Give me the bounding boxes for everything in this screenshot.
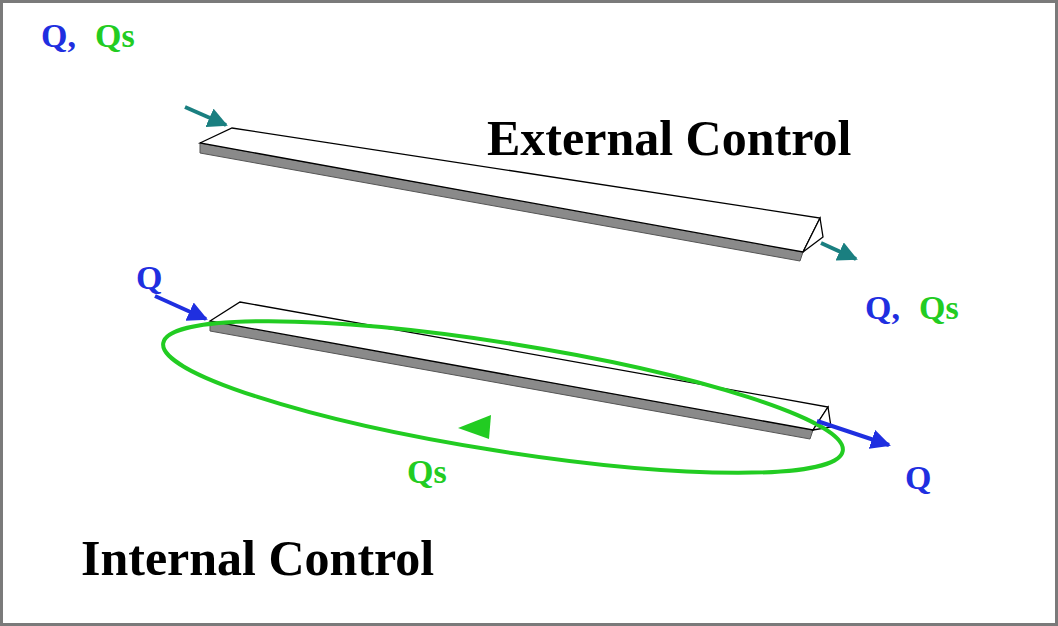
sediment-symbol: Qs (407, 455, 447, 489)
flow-symbol: Q (905, 461, 931, 495)
flow-symbol: Q, (865, 291, 900, 325)
outflow-arrow (821, 243, 856, 259)
title-label: External Control (487, 113, 851, 163)
sediment-recirculation-loop (155, 290, 851, 504)
loop-arrowhead (458, 415, 491, 439)
inflow-arrow (185, 107, 226, 125)
sediment-symbol: Qs (95, 19, 135, 53)
flow-symbol: Q, (41, 19, 76, 53)
water-inflow-arrow (155, 296, 206, 319)
water-outflow-arrow (817, 421, 889, 445)
flow-symbol: Q (136, 261, 162, 295)
title-label: Internal Control (81, 533, 434, 583)
sediment-symbol: Qs (919, 291, 959, 325)
